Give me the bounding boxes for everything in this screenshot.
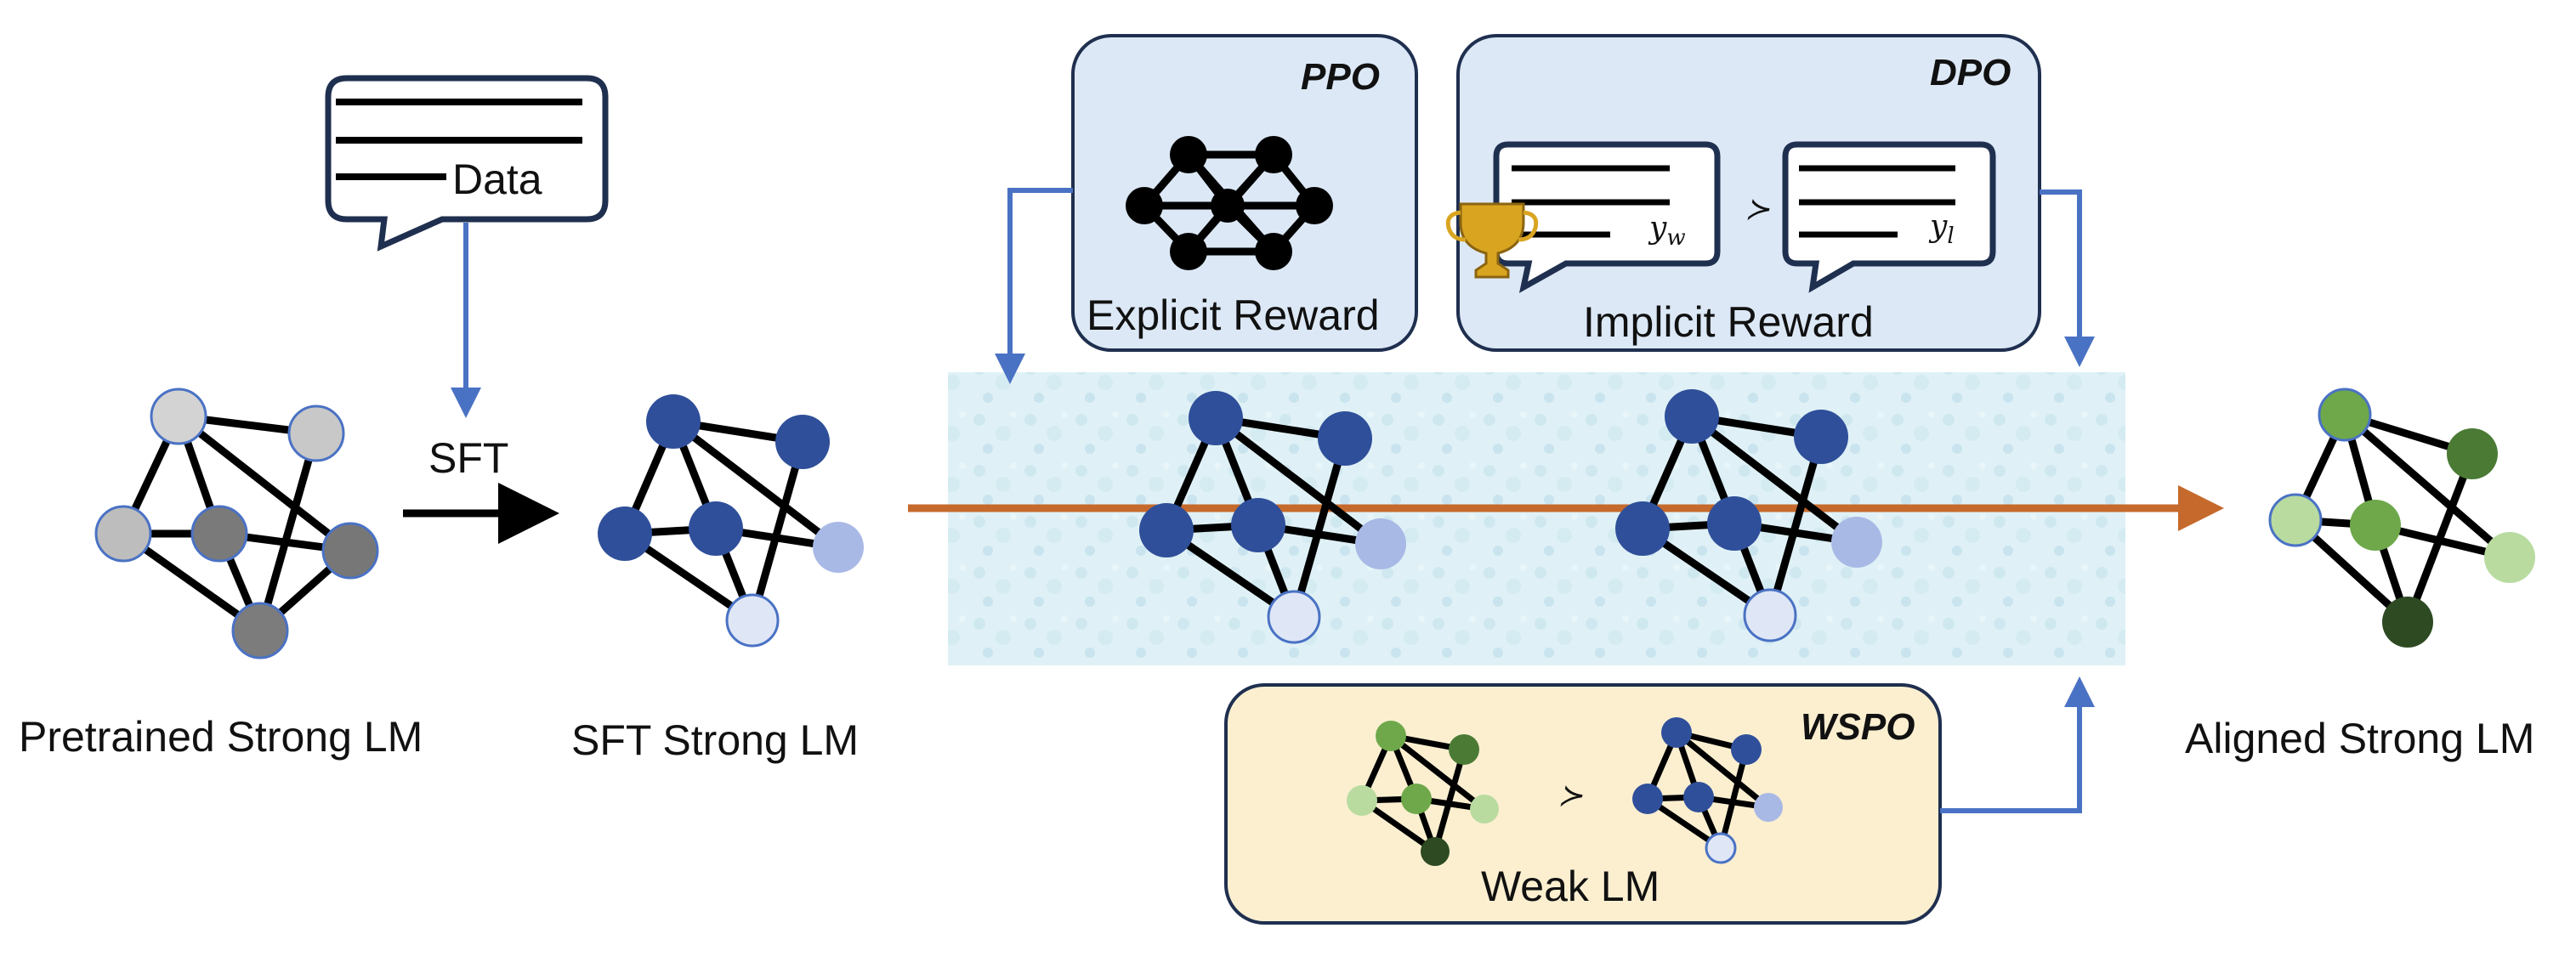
optimization-band [948,372,2125,665]
loser-subscript: l [1947,224,1954,249]
network-node [646,394,701,449]
network-node [2447,428,2498,479]
reward-model-icon [1126,136,1333,270]
network-node [1376,721,1406,751]
network-node [1705,832,1737,864]
network-node [1707,496,1762,551]
network-node [1355,518,1406,569]
network-node [1743,588,1797,642]
network-node [1347,785,1377,816]
wspo-tag: WSPO [1801,706,1915,748]
wspo-panel: WSPO ≻ [1224,683,1942,925]
network-node [2268,493,2323,547]
pretrained-label: Pretrained Strong LM [19,713,423,761]
network-node [1661,717,1692,748]
network-node [1401,784,1432,814]
dpo-preference-symbol: ≻ [1745,192,1770,227]
sft-nodes [598,394,864,648]
dpo-tag: DPO [1930,52,2011,93]
data-label: Data [452,156,542,203]
ppo-to-band-arrow [995,188,1073,384]
winner-subscript: w [1666,225,1685,251]
aligned-network [2268,388,2535,648]
network-node [775,415,830,469]
dpo-caption: Implicit Reward [1583,298,1874,346]
network-node [1615,501,1670,556]
network-node [598,506,652,561]
network-node [2382,597,2433,648]
network-node [1139,503,1194,557]
network-node [1754,793,1783,822]
dpo-panel: DPO yw ≻ yl Implicit Reward [1445,34,2041,352]
network-node [1318,411,1372,466]
network-node [1665,389,1719,444]
trophy-icon [1445,202,1539,279]
network-node [287,405,345,462]
winner-response-bubble: yw [1493,141,1721,293]
dpo-to-band-arrow [2040,190,2095,367]
weak-network-before [1632,717,1783,864]
network-node [1683,782,1714,812]
network-node [1831,517,1882,568]
network-node [321,522,379,580]
network-node [1449,734,1479,765]
network-node [2350,500,2401,551]
network-node [1470,795,1499,823]
network-node [689,501,743,556]
network-node [150,388,207,445]
training-network-2 [1615,389,1882,642]
network-node [1267,590,1321,644]
weak-network-after [1347,721,1499,866]
network-node [1421,837,1450,866]
network-node [1632,784,1663,814]
ppo-tag: PPO [1301,56,1380,98]
network-node [94,505,152,563]
sft-strong-label: SFT Strong LM [571,716,859,764]
network-node [190,505,248,563]
network-node [2484,532,2535,583]
network-node [1231,498,1285,552]
ppo-panel: PPO [1071,34,1418,352]
wspo-to-band-arrow [1940,676,2095,813]
pretrained-nodes [94,388,379,659]
wspo-preference-symbol: ≻ [1558,778,1583,813]
data-speech-bubble: Data [325,75,609,252]
loser-response-bubble: yl [1782,141,1996,293]
sft-label: SFT [428,434,508,482]
network-node [1189,391,1243,445]
network-node [2318,388,2372,442]
aligned-label: Aligned Strong LM [2185,715,2534,762]
network-node [813,522,864,573]
network-node [725,593,780,648]
network-node [1731,734,1762,765]
ppo-caption: Explicit Reward [1087,291,1380,339]
network-node [231,602,289,659]
network-node [1794,410,1848,464]
training-network-1 [1139,391,1406,644]
wspo-caption: Weak LM [1481,863,1660,910]
